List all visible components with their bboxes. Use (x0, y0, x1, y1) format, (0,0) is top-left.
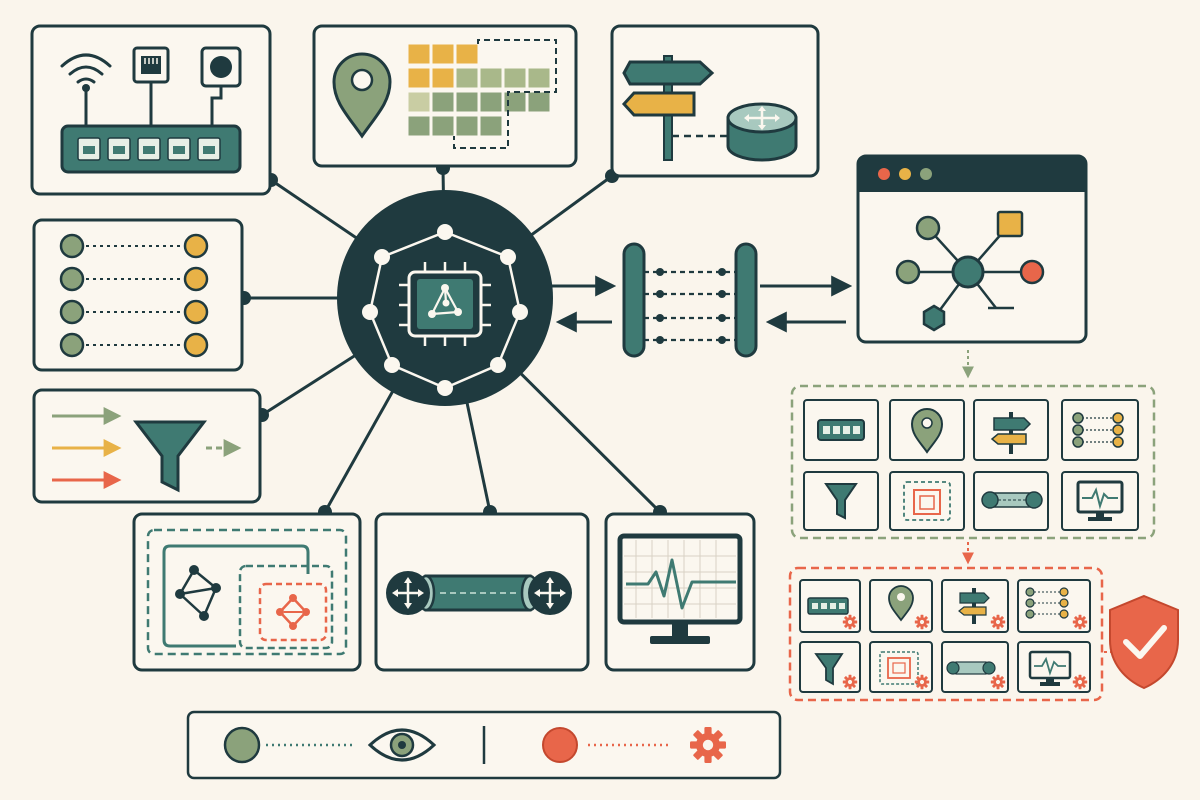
managed-nested-box-icon (879, 651, 919, 685)
catalog-monitor-icon (1076, 480, 1124, 521)
nested-segmentation-panel (132, 512, 362, 672)
monitoring-panel (604, 512, 756, 672)
catalog-router-ports-icon (817, 419, 865, 441)
eye-icon (367, 728, 437, 762)
router-ports-panel (30, 24, 272, 196)
router-icon (726, 102, 798, 162)
managed-signpost-icon (958, 588, 990, 624)
catalog-tunnel-icon (981, 491, 1043, 509)
managed-router-ports-icon (807, 597, 849, 615)
tunnel-panel (374, 512, 590, 672)
heatmap-dashed-outline (453, 39, 557, 149)
legend-olive-circle (223, 726, 261, 764)
heatmap-grid (407, 43, 551, 137)
chip-with-node-graph-icon (399, 262, 491, 346)
managed-tunnel-icon (946, 661, 996, 675)
window-minimize-dot (899, 168, 911, 180)
catalog-group (790, 384, 1156, 540)
catalog-signpost-icon (990, 412, 1032, 454)
wifi-icon (60, 53, 112, 130)
bridge-icon (552, 242, 853, 358)
catalog-nested-box-icon (903, 481, 951, 521)
location-heatmap-panel (312, 24, 578, 168)
central-hub (337, 190, 553, 406)
coral-node-icon (276, 594, 310, 630)
managed-group (788, 566, 1104, 702)
managed-map-pin-icon (888, 585, 914, 622)
window-maximize-dot (920, 168, 932, 180)
funnel-icon (132, 420, 208, 493)
topology-graph-icon (895, 210, 1045, 332)
window-close-dot (878, 168, 890, 180)
managed-monitor-icon (1028, 650, 1072, 686)
switch-icon (60, 124, 242, 174)
node-mapping-panel (32, 218, 244, 372)
traffic-filter-panel (32, 388, 262, 504)
catalog-map-pin-icon (910, 408, 944, 454)
routing-signpost-panel (610, 24, 820, 178)
node-graph-icon (175, 565, 221, 621)
legend-coral-circle (542, 727, 578, 763)
ethernet-jack-icon (132, 46, 170, 128)
signpost-icon (621, 55, 715, 161)
router-left-icon (386, 571, 430, 615)
router-right-icon (528, 571, 572, 615)
map-pin-icon (332, 52, 392, 139)
catalog-mapping-list-icon (1072, 412, 1124, 448)
managed-funnel-icon (814, 653, 844, 686)
catalog-funnel-icon (824, 483, 858, 520)
hub-ring-nodes (362, 224, 528, 396)
legend (186, 710, 782, 780)
browser-window-panel (856, 154, 1088, 344)
power-port-icon (200, 46, 242, 128)
legend-gear-icon (690, 727, 726, 763)
monitor-heartbeat-icon (617, 533, 743, 644)
managed-mapping-list-icon (1025, 587, 1069, 619)
shield-check-icon (1109, 594, 1179, 690)
